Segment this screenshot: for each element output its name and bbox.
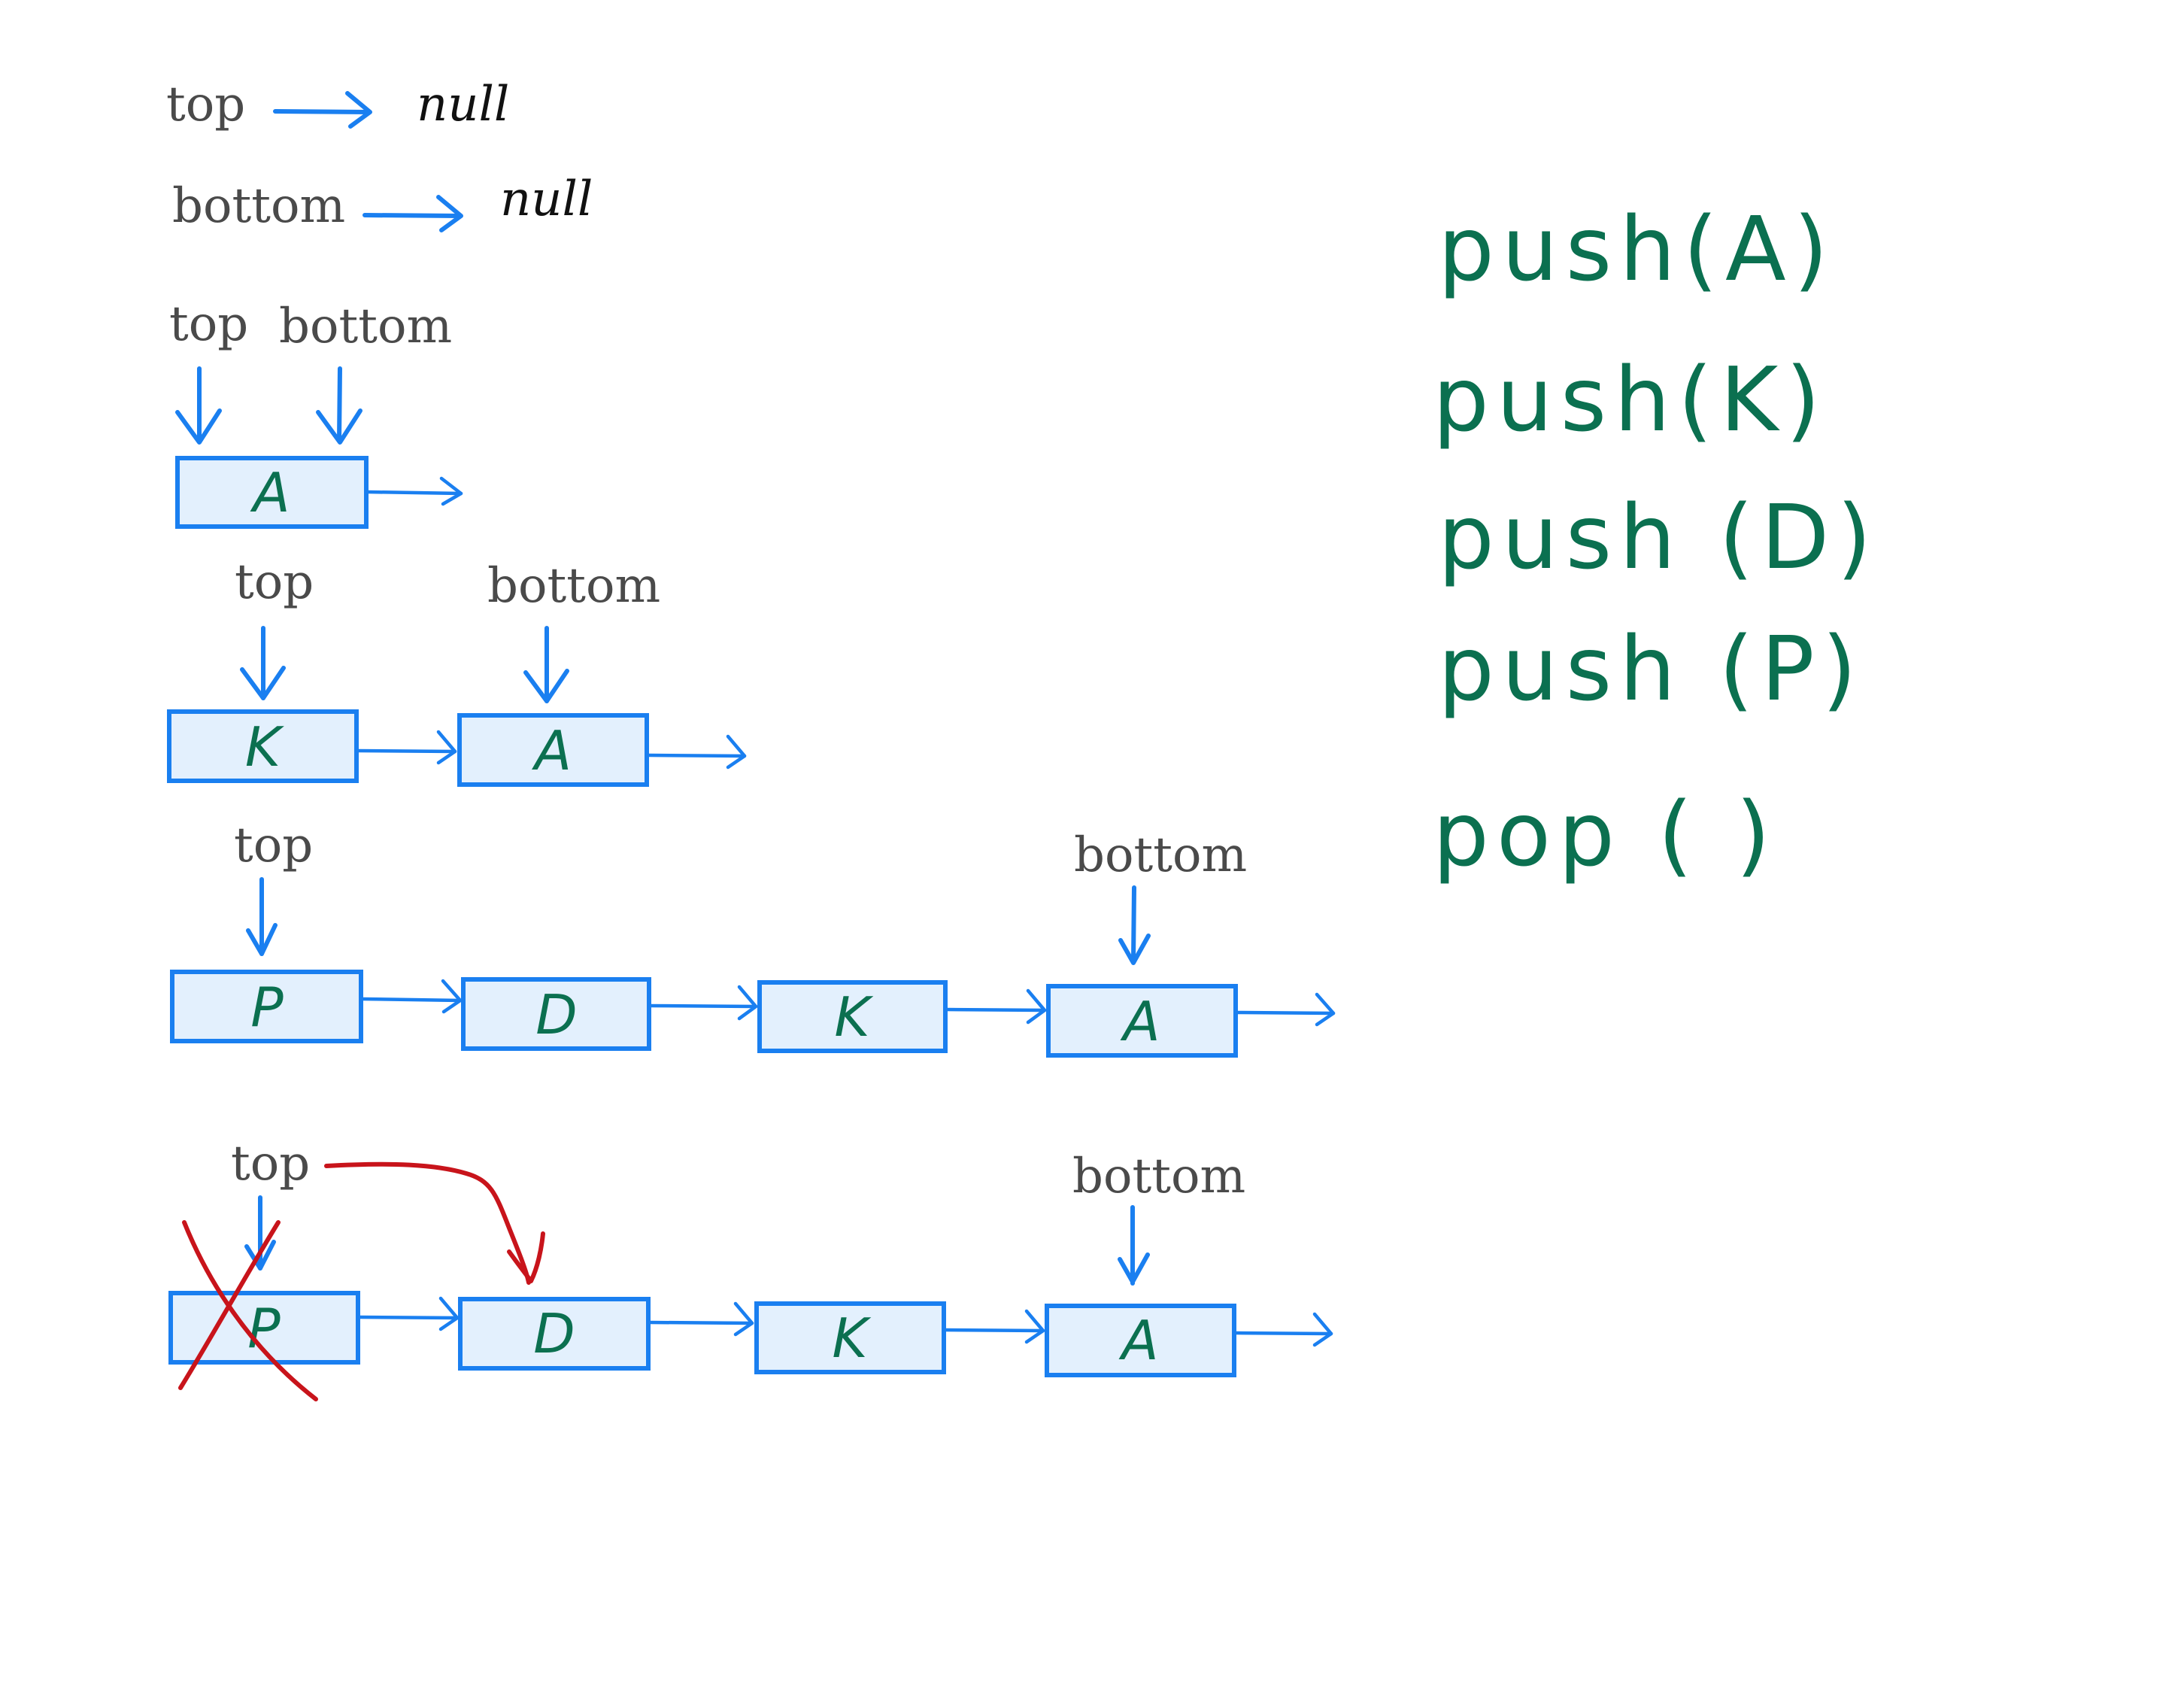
top-moves-arrow-icon (324, 1161, 545, 1285)
arrow-right-icon (273, 91, 372, 129)
bottom-pointer-arrow-icon (1118, 885, 1151, 965)
next-pointer-arrow-icon (359, 979, 463, 1014)
next-pointer-arrow-icon (944, 988, 1047, 1025)
next-pointer-arrow-icon (1233, 1312, 1333, 1347)
stack-node: A (1045, 1304, 1236, 1377)
command-item: push (P) (1438, 617, 1864, 721)
next-pointer-arrow-icon (356, 730, 457, 765)
top-pointer-arrow-icon (240, 626, 286, 700)
node-value: D (535, 983, 577, 1046)
top-label: top (169, 296, 248, 352)
stack-node: K (754, 1301, 946, 1374)
top-pointer-arrow-icon (246, 877, 278, 956)
command-item: push(K) (1433, 348, 1828, 451)
next-pointer-arrow-icon (1235, 992, 1336, 1027)
bottom-pointer-arrow-icon (316, 366, 362, 445)
stack-node: A (457, 713, 649, 787)
next-pointer-arrow-icon (366, 476, 463, 506)
stage-2: top bottom K A (167, 554, 747, 787)
stage-4: top bottom P D K (168, 1136, 1333, 1401)
stack-node: D (458, 1297, 651, 1371)
node-value: A (1118, 1309, 1158, 1372)
top-null-value: null (417, 77, 509, 132)
next-pointer-arrow-icon (648, 985, 758, 1021)
node-value: A (532, 719, 572, 782)
bottom-null-value: null (500, 172, 593, 227)
initial-state: top null bottom null (166, 77, 593, 234)
stage-3: top bottom P D K (170, 818, 1336, 1058)
top-label: top (235, 554, 314, 610)
stack-node: D (461, 977, 651, 1051)
bottom-label: bottom (172, 178, 345, 234)
node-value: K (245, 715, 284, 779)
stack-node: K (757, 980, 948, 1053)
next-pointer-arrow-icon (648, 1301, 754, 1337)
stack-node: A (175, 456, 369, 529)
node-value: A (250, 461, 290, 524)
top-pointer-arrow-icon (175, 366, 222, 445)
node-value: K (834, 985, 873, 1049)
cross-out-icon (178, 1220, 318, 1401)
next-pointer-arrow-icon (358, 1296, 460, 1331)
bottom-label: bottom (1072, 1149, 1245, 1204)
top-label: top (234, 818, 313, 873)
next-pointer-arrow-icon (646, 734, 747, 770)
bottom-pointer-arrow-icon (1118, 1205, 1150, 1286)
command-list: push(A) push(K) push (D) push (P) pop ( … (1433, 197, 1879, 886)
node-value: K (832, 1307, 871, 1370)
next-pointer-arrow-icon (942, 1309, 1045, 1344)
stack-node: P (170, 970, 363, 1043)
node-value: P (250, 976, 284, 1039)
node-value: D (533, 1302, 575, 1365)
command-item: push (D) (1438, 485, 1879, 589)
bottom-label: bottom (1074, 827, 1247, 883)
top-label: top (166, 77, 245, 132)
stack-node: K (167, 709, 359, 783)
stage-1: top bottom A (169, 296, 463, 529)
arrow-right-icon (362, 195, 463, 232)
command-item: push(A) (1438, 197, 1836, 301)
stack-node: A (1046, 984, 1238, 1058)
bottom-label: bottom (487, 558, 660, 614)
bottom-pointer-arrow-icon (523, 626, 569, 703)
node-value: A (1120, 990, 1160, 1053)
top-label: top (231, 1136, 310, 1192)
bottom-label: bottom (279, 299, 452, 354)
command-item: pop ( ) (1433, 782, 1778, 886)
